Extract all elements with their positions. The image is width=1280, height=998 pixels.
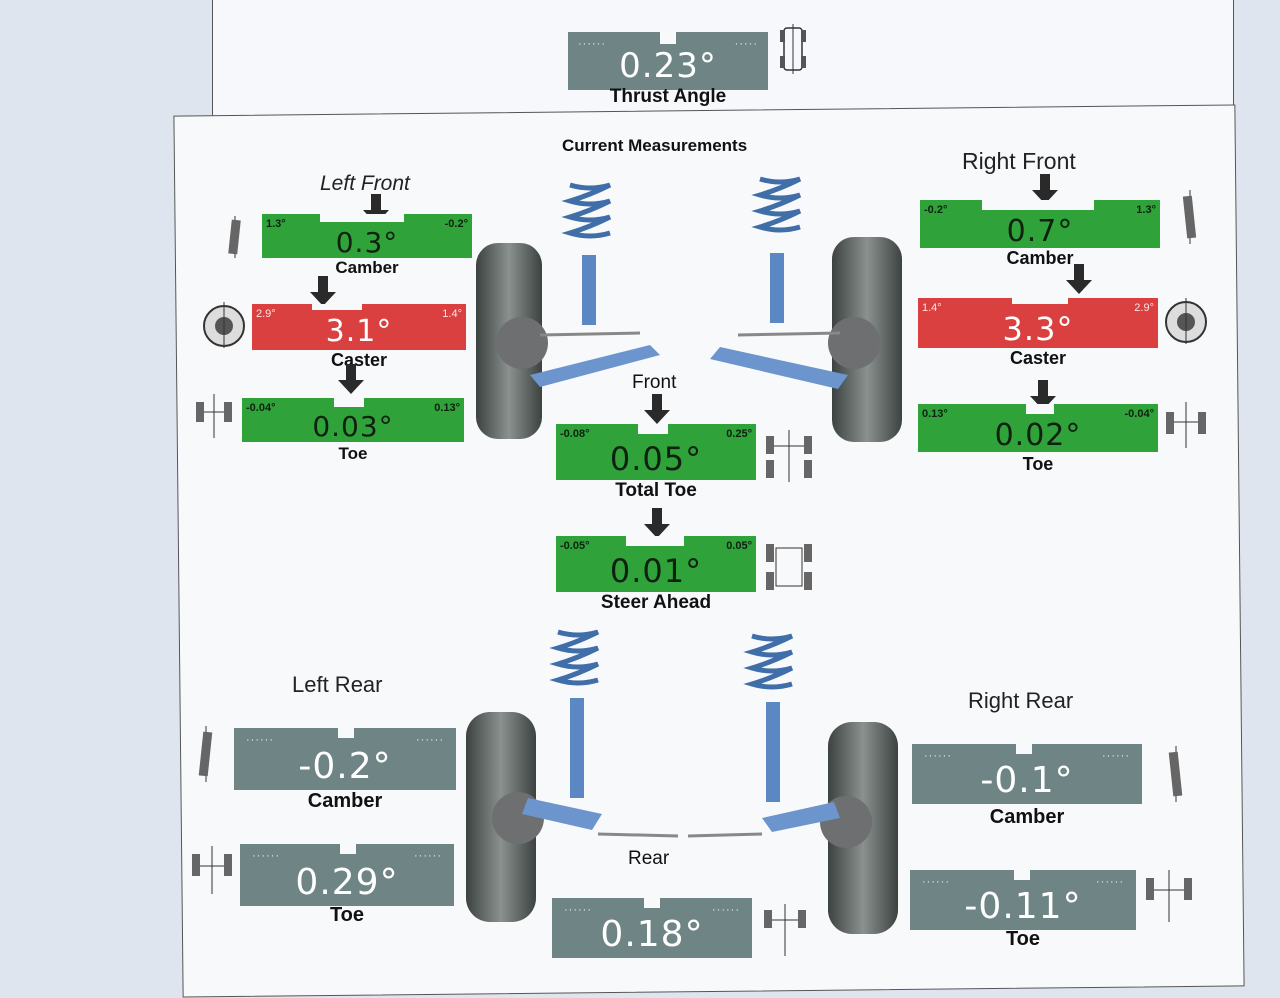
thrust-angle-label: Thrust Angle xyxy=(609,86,727,107)
left-rear-toe-gauge: ······ ······ 0.29° Toe xyxy=(240,844,454,926)
left-rear-camber-value: -0.2° xyxy=(298,746,392,787)
camber-icon xyxy=(1182,190,1197,244)
left-front-caster-gauge: 2.9° 1.4° 3.1° Caster xyxy=(252,304,466,370)
left-rear-toe-label: Toe xyxy=(329,904,365,926)
rear-suspension-illustration xyxy=(466,629,898,934)
left-toe-max: 0.13° xyxy=(434,402,460,414)
thrust-angle-value: 0.23° xyxy=(619,46,717,86)
left-caster-arrow xyxy=(310,276,336,306)
steer-ahead-value: 0.01° xyxy=(609,552,703,590)
steer-ahead-label: Steer Ahead xyxy=(600,592,712,613)
right-rear-camber-value: -0.1° xyxy=(980,760,1074,801)
right-front-camber-gauge: -0.2° 1.3° 0.7° Camber xyxy=(920,200,1160,268)
left-camber-value: 0.3° xyxy=(335,226,399,258)
steer-ahead-icon xyxy=(766,544,812,590)
right-camber-label: Camber xyxy=(1006,248,1074,268)
total-toe-icon xyxy=(764,904,806,956)
total-toe-max: 0.25° xyxy=(726,428,752,440)
right-caster-max: 2.9° xyxy=(1134,302,1154,314)
left-front-heading: Left Front xyxy=(320,172,410,195)
current-measurements-title: Current Measurements xyxy=(562,136,748,155)
right-caster-label: Caster xyxy=(1009,348,1067,368)
right-toe-value: 0.02° xyxy=(994,418,1082,452)
rear-total-toe-value: 0.18° xyxy=(600,914,704,955)
right-rear-camber-gauge: ······ ······ -0.1° Camber xyxy=(912,744,1142,828)
right-caster-value: 3.3° xyxy=(1002,310,1074,348)
left-rear-heading: Left Rear xyxy=(292,672,383,697)
right-rear-camber-label: Camber xyxy=(989,806,1065,828)
front-axle-label: Front xyxy=(632,372,677,393)
right-caster-arrow xyxy=(1066,264,1092,294)
steer-ahead-min: -0.05° xyxy=(560,540,590,552)
left-front-toe-gauge: -0.04° 0.13° 0.03° Toe xyxy=(242,398,464,463)
left-camber-min: 1.3° xyxy=(266,218,286,230)
left-rear-camber-gauge: ······ ······ -0.2° Camber xyxy=(234,728,456,812)
toe-icon xyxy=(1146,870,1192,922)
caster-wheel-icon xyxy=(1165,298,1207,344)
caster-wheel-icon xyxy=(203,302,245,348)
right-camber-value: 0.7° xyxy=(1006,214,1074,248)
left-front-camber-gauge: 1.3° -0.2° 0.3° Camber xyxy=(262,214,472,277)
left-toe-label: Toe xyxy=(338,444,368,463)
left-toe-arrow xyxy=(338,364,364,394)
camber-icon xyxy=(198,726,213,782)
left-camber-max: -0.2° xyxy=(444,218,468,230)
steer-ahead-arrow xyxy=(644,508,670,538)
left-toe-value: 0.03° xyxy=(312,410,394,442)
rear-total-toe-gauge: ······ ······ 0.18° xyxy=(552,898,752,958)
front-total-toe-gauge: -0.08° 0.25° 0.05° Total Toe xyxy=(556,424,756,501)
left-rear-toe-value: 0.29° xyxy=(295,862,399,903)
left-toe-min: -0.04° xyxy=(246,402,276,414)
right-front-caster-gauge: 1.4° 2.9° 3.3° Caster xyxy=(918,298,1158,368)
vehicle-top-icon xyxy=(780,24,806,74)
right-front-toe-gauge: 0.13° -0.04° 0.02° Toe xyxy=(918,404,1158,474)
toe-icon xyxy=(1166,402,1206,448)
left-camber-label: Camber xyxy=(335,258,399,277)
front-suspension-illustration xyxy=(476,176,902,442)
right-rear-heading: Right Rear xyxy=(968,688,1074,713)
total-toe-min: -0.08° xyxy=(560,428,590,440)
total-toe-icon xyxy=(766,430,812,482)
camber-icon xyxy=(1168,746,1183,802)
right-toe-max: -0.04° xyxy=(1124,408,1154,420)
left-caster-min: 2.9° xyxy=(256,308,276,320)
left-caster-value: 3.1° xyxy=(325,314,393,349)
right-caster-min: 1.4° xyxy=(922,302,942,314)
rear-axle-label: Rear xyxy=(628,848,670,869)
total-toe-label: Total Toe xyxy=(615,480,697,501)
left-rear-camber-label: Camber xyxy=(307,790,383,812)
toe-icon xyxy=(192,846,232,894)
right-rear-toe-gauge: ······ ······ -0.11° Toe xyxy=(910,870,1136,950)
right-front-heading: Right Front xyxy=(962,148,1076,174)
total-toe-value: 0.05° xyxy=(609,440,703,478)
left-caster-label: Caster xyxy=(330,350,388,370)
right-camber-min: -0.2° xyxy=(924,204,948,216)
right-toe-label: Toe xyxy=(1022,454,1054,474)
toe-icon xyxy=(196,394,232,438)
right-toe-min: 0.13° xyxy=(922,408,948,420)
steer-ahead-gauge: -0.05° 0.05° 0.01° Steer Ahead xyxy=(556,536,756,613)
thrust-angle-gauge: ······ ····· 0.23° Thrust Angle xyxy=(568,32,768,107)
left-caster-max: 1.4° xyxy=(442,308,462,320)
camber-icon xyxy=(228,216,241,258)
total-toe-arrow xyxy=(644,394,670,424)
right-rear-toe-value: -0.11° xyxy=(964,886,1082,927)
right-rear-toe-label: Toe xyxy=(1005,928,1041,950)
steer-ahead-max: 0.05° xyxy=(726,540,752,552)
right-camber-max: 1.3° xyxy=(1136,204,1156,216)
